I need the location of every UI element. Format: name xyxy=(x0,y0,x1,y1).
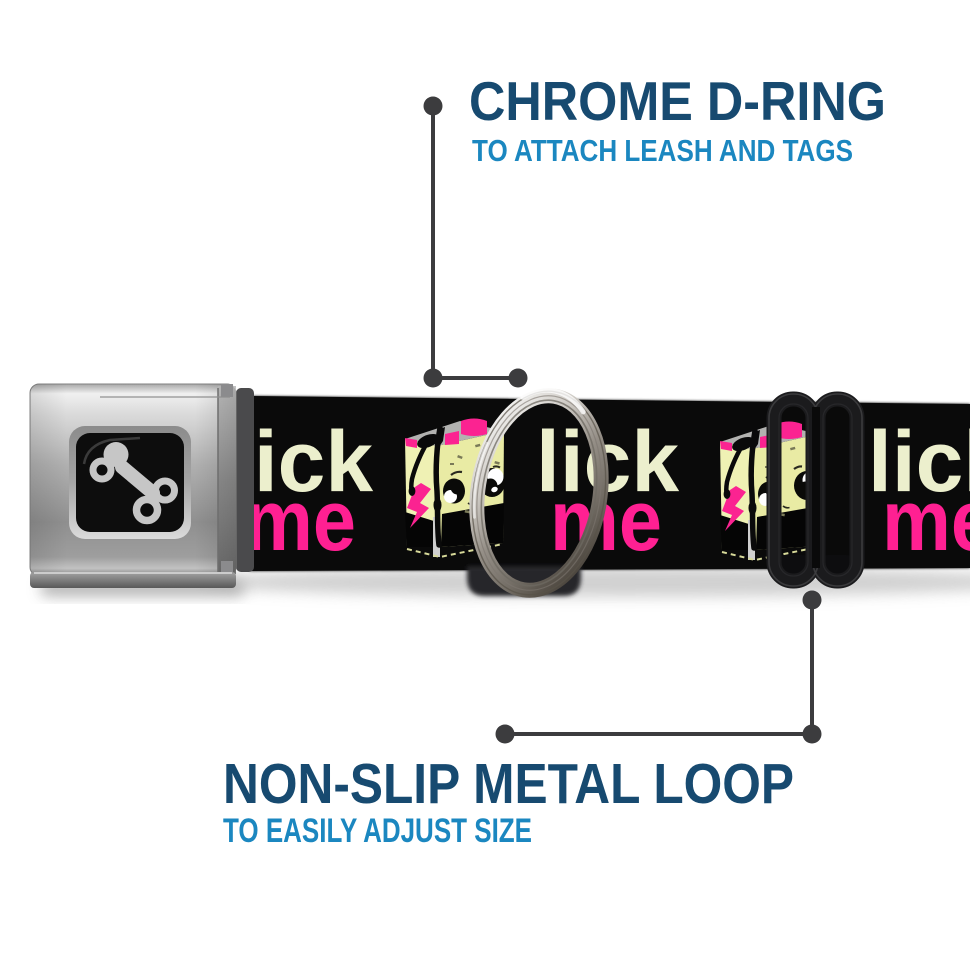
svg-text:CHROME D-RING: CHROME D-RING xyxy=(469,70,886,132)
svg-text:TO ATTACH LEASH AND TAGS: TO ATTACH LEASH AND TAGS xyxy=(472,133,853,168)
svg-text:NON-SLIP METAL LOOP: NON-SLIP METAL LOOP xyxy=(223,752,794,816)
svg-text:TO EASILY ADJUST SIZE: TO EASILY ADJUST SIZE xyxy=(223,812,532,850)
